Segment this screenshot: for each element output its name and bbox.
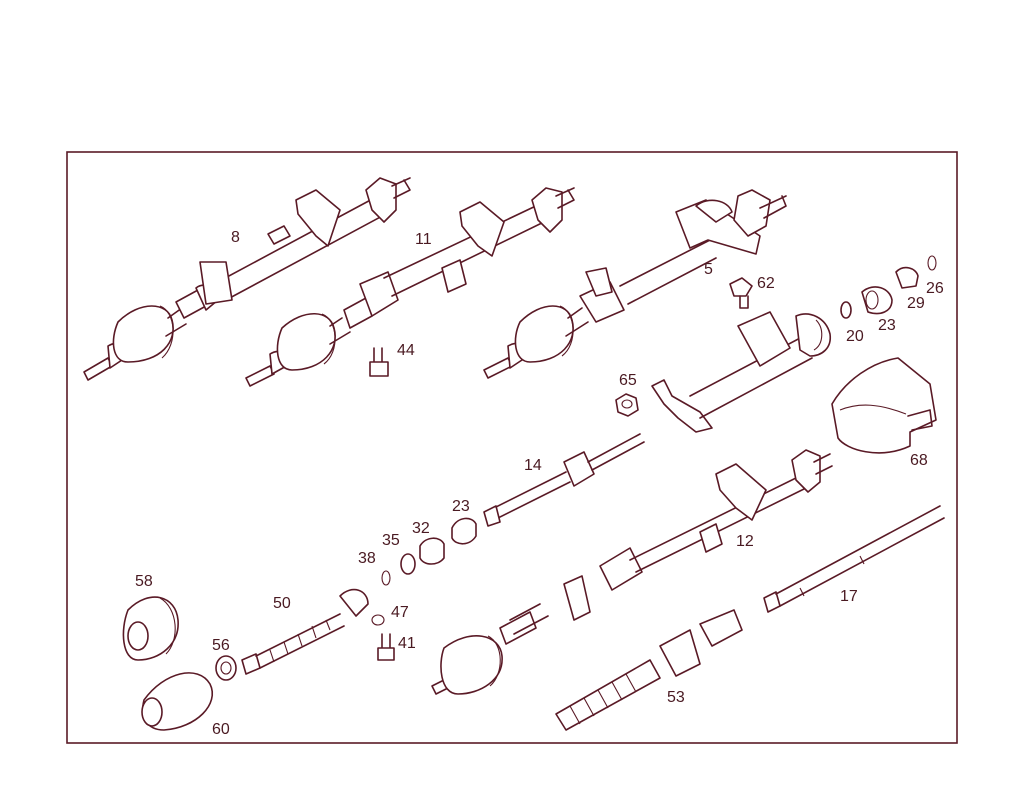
part-label-11: 11 — [415, 231, 432, 248]
part-label-47: 47 — [391, 604, 409, 621]
part-label-29: 29 — [907, 295, 925, 312]
part-label-60: 60 — [212, 721, 230, 738]
nut-65 — [615, 393, 639, 417]
steering-column-5 — [483, 189, 787, 379]
part-label-26: 26 — [926, 280, 944, 297]
boot-60 — [141, 672, 213, 731]
part-label-62: 62 — [757, 275, 775, 292]
part-label-38: 38 — [358, 550, 376, 567]
part-label-14: 14 — [524, 457, 542, 474]
part-label-41: 41 — [398, 635, 416, 652]
boot-58 — [122, 596, 179, 661]
rod-50 — [241, 588, 369, 675]
ring-26 — [927, 255, 937, 271]
part-label-56: 56 — [212, 637, 230, 654]
part-label-32: 32 — [412, 520, 430, 537]
part-label-17: 17 — [840, 588, 858, 605]
washer-35 — [400, 553, 416, 575]
part-label-35: 35 — [382, 532, 400, 549]
ring-20 — [840, 301, 852, 319]
ring-47 — [371, 614, 385, 626]
clip-29 — [895, 266, 919, 289]
column-cover-68 — [831, 357, 937, 454]
steering-column-12 — [431, 449, 833, 695]
part-label-50: 50 — [273, 595, 291, 612]
part-label-68: 68 — [910, 452, 928, 469]
ring-38 — [381, 570, 391, 586]
bearing-32 — [419, 537, 445, 565]
part-label-44: 44 — [397, 342, 415, 359]
part-label-5: 5 — [704, 261, 713, 278]
bolt-62 — [729, 277, 753, 309]
part-label-53: 53 — [667, 689, 685, 706]
part-label-12: 12 — [736, 533, 754, 550]
part-label-23-lower: 23 — [452, 498, 470, 515]
steering-column-11 — [245, 187, 575, 387]
part-label-8: 8 — [231, 229, 240, 246]
column-jacket-bracket — [651, 311, 832, 433]
part-label-20: 20 — [846, 328, 864, 345]
part-label-23-upper: 23 — [878, 317, 896, 334]
diagram-frame — [66, 151, 958, 744]
bushing-23-upper — [861, 286, 893, 315]
steering-column-8 — [83, 177, 411, 381]
shaft-14 — [483, 433, 645, 527]
bushing-23-lower — [451, 517, 477, 545]
bolt-41 — [377, 633, 395, 661]
bolt-44 — [369, 347, 389, 377]
boot-53 — [555, 609, 743, 731]
part-label-65: 65 — [619, 372, 637, 389]
shaft-17 — [763, 505, 945, 613]
part-label-58: 58 — [135, 573, 153, 590]
ring-56 — [215, 655, 237, 681]
